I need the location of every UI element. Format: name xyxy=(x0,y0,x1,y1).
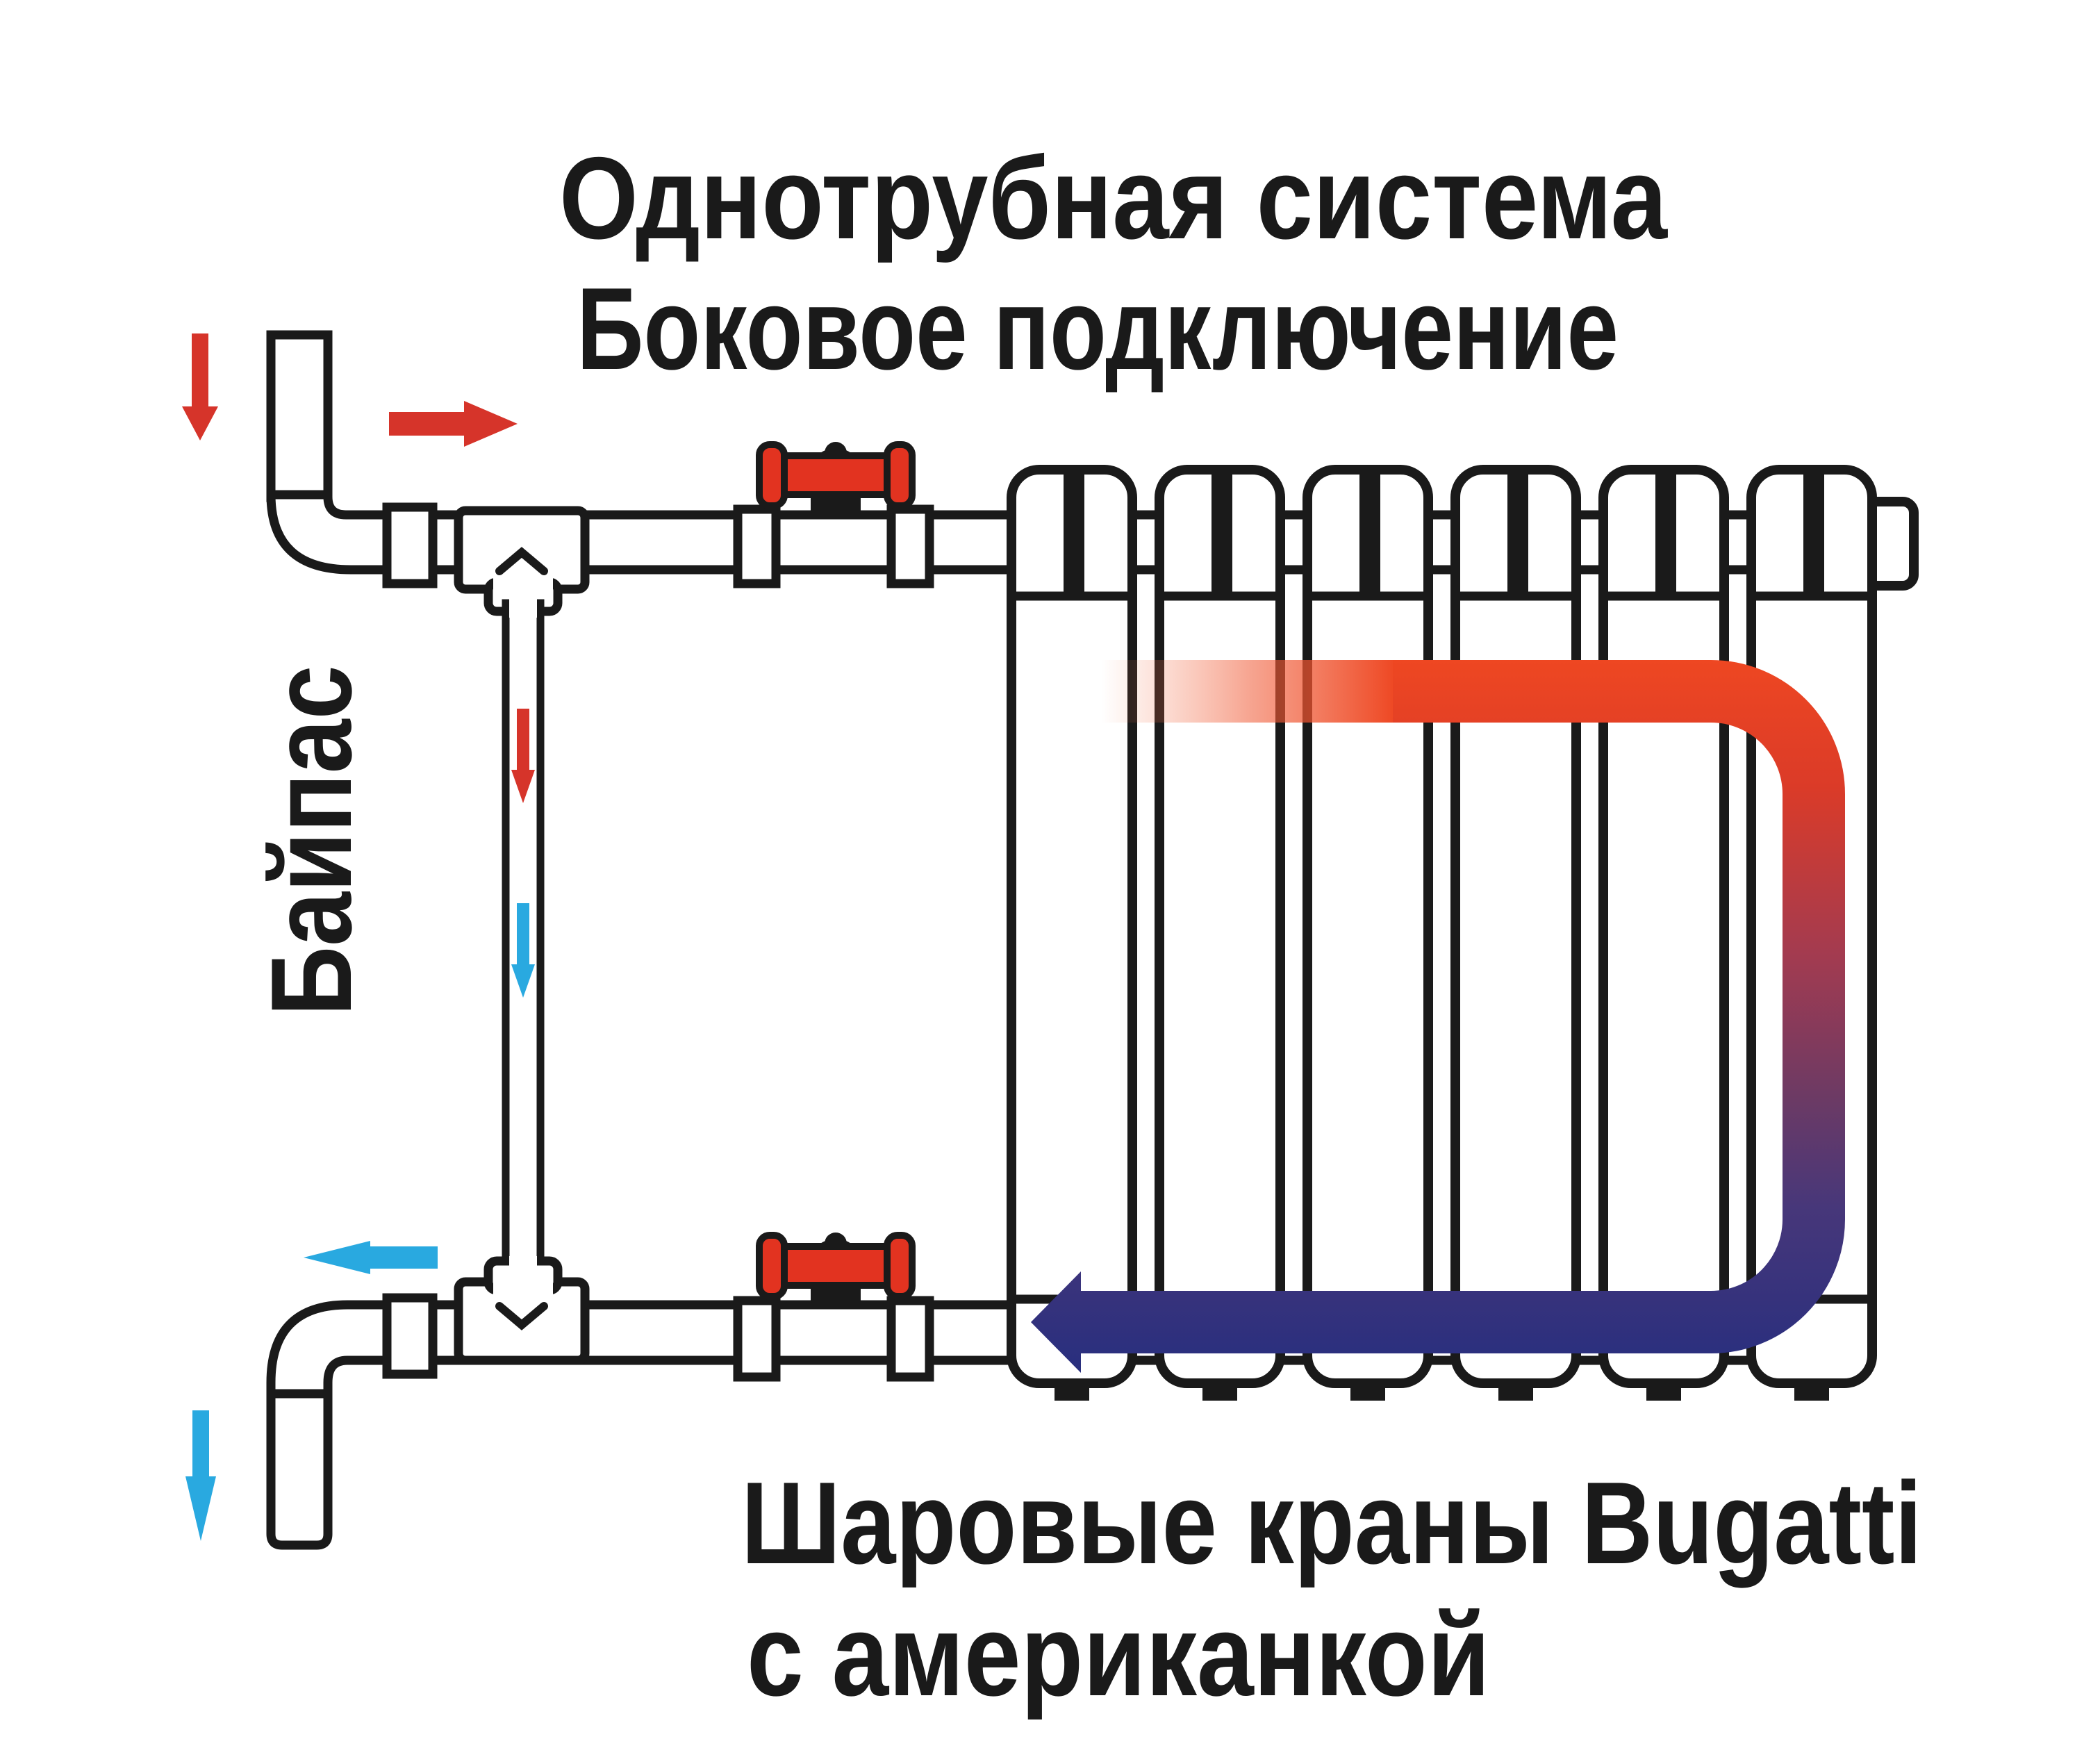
section-foot xyxy=(1498,1383,1533,1401)
valve-handle xyxy=(766,452,905,498)
outlet-riser-pipe xyxy=(266,1389,333,1550)
section-stripe xyxy=(1359,472,1380,592)
title-line-2: Боковое подключение xyxy=(577,263,1619,394)
cold-flow-left-arrow-icon xyxy=(304,1241,438,1274)
union-fitting xyxy=(886,504,934,588)
union-fitting xyxy=(382,502,438,588)
valve-handle-end xyxy=(756,1232,788,1300)
inlet-riser-pipe xyxy=(266,330,333,502)
bottom-elbow-fitting xyxy=(266,1300,395,1401)
valve-handle-end xyxy=(756,441,788,509)
union-fitting xyxy=(382,1293,438,1379)
bypass-cold-down-arrow-icon xyxy=(511,903,535,998)
section-foot xyxy=(1350,1383,1385,1401)
bypass-label: Байпас xyxy=(247,666,375,1016)
chevron-down-icon xyxy=(495,1302,548,1330)
seam-cover xyxy=(493,1278,553,1296)
union-fitting xyxy=(886,1296,934,1382)
valve-handle-end xyxy=(884,441,916,509)
section-foot xyxy=(1794,1383,1829,1401)
section-stripe xyxy=(1211,472,1232,592)
bypass-hot-down-arrow-icon xyxy=(511,709,535,803)
flow-path xyxy=(1078,660,1845,1353)
cold-flow-down-arrow-icon xyxy=(185,1410,216,1541)
radiator-section xyxy=(1598,465,1729,1401)
union-fitting xyxy=(733,504,781,588)
chevron-up-icon xyxy=(495,547,548,575)
top-elbow-fitting xyxy=(266,490,395,575)
hot-flow-down-arrow-icon xyxy=(182,333,218,440)
ball-valve-bottom xyxy=(756,1232,916,1308)
radiator-section xyxy=(1007,465,1137,1401)
section-foot xyxy=(1055,1383,1089,1401)
seam-cover xyxy=(509,598,537,618)
flow-arrowhead-icon xyxy=(1031,1271,1081,1373)
title-line-1: Однотрубная система xyxy=(559,133,1668,263)
section-stripe xyxy=(1803,472,1824,592)
top-tee-fitting xyxy=(454,506,590,616)
valve-handle xyxy=(766,1243,905,1289)
union-fitting xyxy=(733,1296,781,1382)
radiator-section xyxy=(1155,465,1285,1401)
radiator xyxy=(1007,465,1877,1401)
valve-handle-end xyxy=(884,1232,916,1300)
section-foot xyxy=(1202,1383,1237,1401)
bottom-tee-fitting xyxy=(454,1256,590,1365)
caption-line-1: Шаровые краны Bugatti xyxy=(741,1458,1922,1588)
seam-cover xyxy=(493,577,553,595)
caption-line-2: с американкой xyxy=(747,1590,1490,1720)
section-stripe xyxy=(1507,472,1528,592)
section-stripe xyxy=(1064,472,1084,592)
seam-cover xyxy=(509,1256,537,1277)
radiator-section xyxy=(1302,465,1433,1401)
hot-flow-right-arrow-icon xyxy=(389,401,518,447)
ball-valve-top xyxy=(756,441,916,517)
section-stripe xyxy=(1655,472,1676,592)
section-foot xyxy=(1646,1383,1681,1401)
radiator-section xyxy=(1450,465,1581,1401)
flow-gradient-arrow xyxy=(1031,660,1845,1373)
